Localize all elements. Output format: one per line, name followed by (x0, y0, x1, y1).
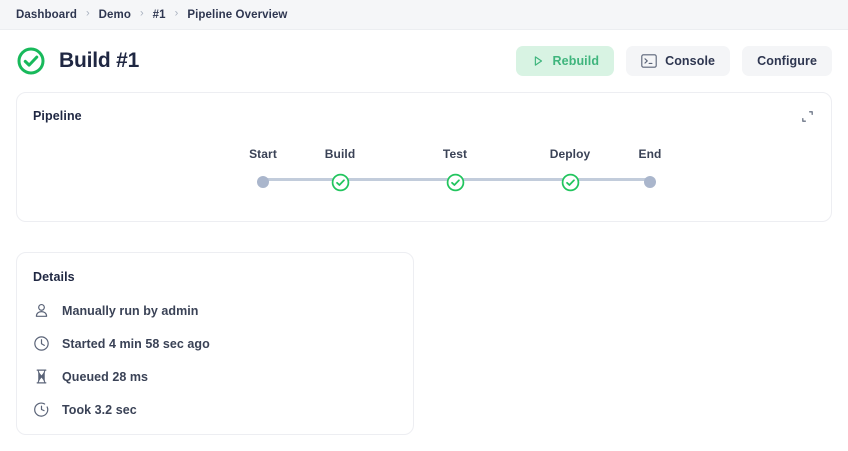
pipeline-node-deploy[interactable] (561, 172, 580, 192)
pipeline-stage-label: End (638, 147, 662, 161)
configure-button-label: Configure (757, 54, 817, 68)
pipeline-stage-deploy[interactable]: Deploy (530, 147, 610, 192)
header-actions: Rebuild Console Configure (515, 46, 832, 76)
stopwatch-icon (34, 402, 49, 417)
pipeline-stage-end[interactable]: End (610, 147, 690, 192)
pipeline-node-test[interactable] (446, 172, 465, 192)
console-button-label: Console (665, 54, 716, 68)
pipeline-stage-label: Test (442, 147, 468, 161)
detail-row: Started 4 min 58 sec ago (33, 335, 397, 352)
detail-row: Manually run by admin (33, 302, 397, 319)
pending-dot-icon (644, 176, 656, 188)
breadcrumb-separator: › (174, 7, 179, 20)
breadcrumb-item-demo[interactable]: Demo (98, 8, 131, 21)
detail-text: Manually run by admin (62, 303, 199, 318)
hourglass-icon (36, 369, 47, 384)
pipeline-node-start[interactable] (257, 172, 269, 192)
pipeline-card: Pipeline Start Build (16, 92, 832, 222)
play-icon (534, 56, 542, 66)
detail-text: Queued 28 ms (62, 369, 149, 384)
page-title-group: Build #1 (16, 46, 139, 76)
breadcrumb-separator: › (85, 7, 90, 20)
pipeline-stage-label: Start (249, 147, 277, 161)
pipeline-stage-label: Deploy (549, 147, 591, 161)
circle-check-icon (446, 173, 464, 191)
breadcrumb-item-dashboard[interactable]: Dashboard (16, 8, 77, 21)
refresh-spinner-icon[interactable] (796, 105, 818, 127)
user-icon (35, 303, 48, 317)
pipeline-connector-test-deploy (455, 178, 570, 181)
circle-check-icon (561, 173, 579, 191)
refresh-arcs-icon (801, 110, 813, 122)
pipeline-stage-start[interactable]: Start (223, 147, 303, 192)
pipeline-graph: Start Build Test (33, 147, 815, 209)
pipeline-stage-test[interactable]: Test (415, 147, 495, 192)
circle-check-icon (331, 173, 349, 191)
pipeline-node-end[interactable] (644, 172, 656, 192)
pipeline-card-title: Pipeline (33, 109, 82, 123)
pipeline-stage-label: Build (324, 147, 356, 161)
pipeline-connector-deploy-end (570, 178, 650, 181)
breadcrumb-item-build-number[interactable]: #1 (152, 8, 166, 21)
page-header: Build #1 Rebuild Console Configure (0, 30, 848, 92)
breadcrumb: Dashboard › Demo › #1 › Pipeline Overvie… (0, 0, 848, 30)
terminal-icon (641, 54, 657, 68)
console-button[interactable]: Console (626, 46, 731, 76)
circle-check-icon (17, 47, 45, 75)
breadcrumb-item-pipeline-overview: Pipeline Overview (187, 8, 288, 21)
detail-row: Queued 28 ms (33, 368, 397, 385)
pipeline-connector-build-test (340, 178, 455, 181)
pipeline-node-build[interactable] (331, 172, 350, 192)
details-card-title: Details (33, 270, 75, 284)
clock-icon (34, 336, 49, 351)
pending-dot-icon (257, 176, 269, 188)
details-card: Details Manually run by admin Started 4 … (16, 252, 414, 435)
pipeline-stage-build[interactable]: Build (300, 147, 380, 192)
rebuild-button-label: Rebuild (552, 54, 600, 68)
detail-text: Started 4 min 58 sec ago (62, 336, 210, 351)
configure-button[interactable]: Configure (742, 46, 832, 76)
rebuild-button[interactable]: Rebuild (515, 46, 615, 76)
page-title: Build #1 (59, 49, 140, 72)
detail-text: Took 3.2 sec (62, 402, 137, 417)
detail-row: Took 3.2 sec (33, 401, 397, 418)
pipeline-connector-start-build (263, 178, 340, 181)
breadcrumb-separator: › (140, 7, 144, 20)
